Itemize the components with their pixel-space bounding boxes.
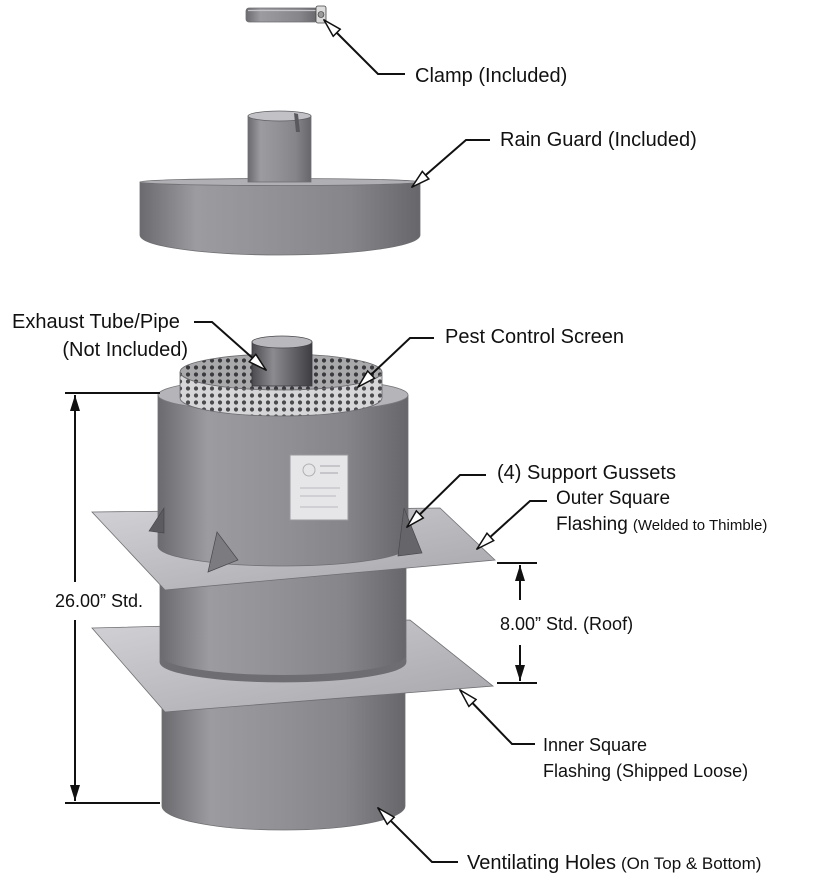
clamp-bolt-head	[317, 11, 325, 18]
inner-flashing-leader-arrow	[460, 690, 535, 745]
support-gusset-right	[397, 507, 423, 557]
outer-flashing-leader-arrow	[477, 500, 547, 549]
rain-guard-tube-top	[247, 110, 312, 122]
clamp	[245, 5, 327, 24]
thimble-nameplate	[289, 454, 349, 521]
gussets-label: (4) Support Gussets	[497, 462, 676, 484]
ventilating-holes-label-main: Ventilating Holes	[467, 852, 616, 874]
outer-flashing-label-main: Flashing	[556, 514, 628, 535]
callout-labels: Clamp (Included) Rain Guard (Included) E…	[12, 65, 767, 874]
rain-guard-leader-arrow	[412, 139, 490, 187]
pest-screen-leader-arrow	[358, 337, 434, 387]
rain-guard-label: Rain Guard (Included)	[500, 129, 697, 151]
inner-flashing-label-line1: Inner Square	[543, 735, 647, 755]
support-gusset-left	[148, 506, 165, 534]
rain-guard-tube-slot	[294, 113, 300, 132]
ventilating-holes-label: Ventilating Holes (On Top & Bottom)	[467, 852, 761, 874]
thimble-assembly	[91, 335, 496, 831]
exhaust-leader-arrow	[194, 321, 266, 370]
thimble-collar-band	[160, 655, 406, 682]
exhaust-pipe	[251, 335, 313, 387]
thimble-upper-cylinder	[157, 394, 409, 567]
clamp-label: Clamp (Included)	[415, 65, 567, 87]
dimension-roof: 8.00” Std. (Roof)	[497, 562, 633, 684]
ventilating-holes-label-note: (On Top & Bottom)	[621, 854, 761, 873]
rain-guard-tube	[247, 115, 312, 183]
dim-overall-label: 26.00” Std.	[55, 591, 143, 611]
rain-guard-skirt	[139, 181, 421, 256]
rain-guard	[139, 110, 421, 256]
exhaust-label-line1: Exhaust Tube/Pipe	[12, 311, 180, 333]
ventilating-holes-leader-arrow	[378, 808, 458, 863]
outer-flashing-label-note: (Welded to Thimble)	[633, 517, 768, 534]
inner-flashing-label-line2: Flashing (Shipped Loose)	[543, 761, 748, 781]
support-gusset-front	[207, 531, 239, 573]
outer-flashing-label-line1: Outer Square	[556, 488, 670, 509]
pest-screen-front-band	[179, 371, 383, 417]
outer-flashing-label-line2: Flashing (Welded to Thimble)	[556, 514, 767, 535]
exhaust-pipe-body	[251, 341, 313, 387]
exhaust-label-line2: (Not Included)	[62, 339, 188, 361]
exhaust-pipe-top	[251, 335, 313, 349]
callout-leaders	[194, 20, 547, 863]
gussets-leader-arrow	[407, 474, 486, 527]
nameplate-logo	[302, 463, 316, 477]
dimension-overall: 26.00” Std.	[55, 392, 160, 804]
clamp-leader-arrow	[324, 20, 405, 75]
dim-roof-label: 8.00” Std. (Roof)	[500, 614, 633, 634]
pest-screen-label: Pest Control Screen	[445, 326, 624, 348]
